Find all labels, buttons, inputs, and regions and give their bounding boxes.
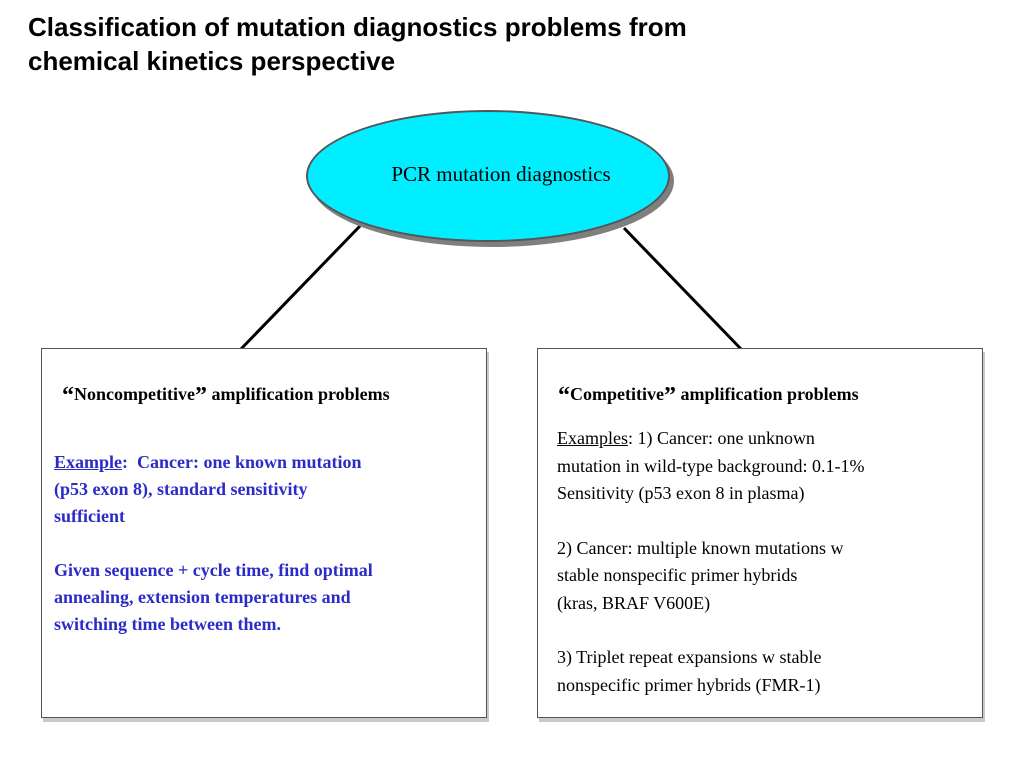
slide-title: Classification of mutation diagnostics p… [28,10,928,78]
heading-keyword: Noncompetitive [74,384,195,404]
examples-label: Examples [557,428,628,448]
title-line-2: chemical kinetics perspective [28,46,396,76]
root-node: PCR mutation diagnostics [306,110,678,248]
ex1-text-1: : 1) Cancer: one unknown [627,428,815,448]
ex2-line-2: stable nonspecific primer hybrids [557,565,798,585]
example-text-1: Cancer: one known mutation [128,452,362,472]
noncompetitive-heading: “Noncompetitive” amplification problems [42,383,506,410]
heading-rest: amplification problems [206,384,390,404]
ex1-line-3: Sensitivity (p53 exon 8 in plasma) [557,483,805,503]
example-line-2: (p53 exon 8), standard sensitivity [54,479,308,499]
task-line-2: annealing, extension temperatures and [54,587,351,607]
task-line-1: Given sequence + cycle time, find optima… [54,560,373,580]
example-colon: : [122,452,129,472]
task-line-3: switching time between them. [54,614,281,634]
open-quote: “ [62,383,74,409]
close-quote: ” [194,383,207,409]
heading-rest: amplification problems [675,384,859,404]
competitive-body: Examples: 1) Cancer: one unknown mutatio… [557,425,977,699]
competitive-heading: “Competitive” amplification problems [538,383,1002,410]
noncompetitive-box: “Noncompetitive” amplification problems … [41,348,487,718]
example-label: Example [54,452,123,472]
open-quote: “ [558,383,570,409]
connector-left [238,224,362,352]
competitive-box: “Competitive” amplification problems Exa… [537,348,983,718]
ex3-line-2: nonspecific primer hybrids (FMR-1) [557,674,821,695]
example-line-3: sufficient [54,506,125,526]
ex2-line-1: 2) Cancer: multiple known mutations w [557,537,844,558]
noncompetitive-body: Example: Cancer: one known mutation (p53… [54,449,474,638]
connector-right [622,226,744,352]
close-quote: ” [663,383,676,409]
ex3-line-1: 3) Triplet repeat expansions w stable [557,647,822,667]
root-node-ellipse [306,110,670,242]
example-line-1: Example: Cancer: one known mutation [54,449,474,476]
ex2-line-3: (kras, BRAF V600E) [557,592,711,613]
ex1-line-1: Examples: 1) Cancer: one unknown [557,425,977,453]
heading-keyword: Competitive [570,384,664,404]
title-line-1: Classification of mutation diagnostics p… [28,12,687,42]
root-node-label: PCR mutation diagnostics [391,162,611,186]
ex1-line-2: mutation in wild-type background: 0.1-1% [557,455,865,476]
